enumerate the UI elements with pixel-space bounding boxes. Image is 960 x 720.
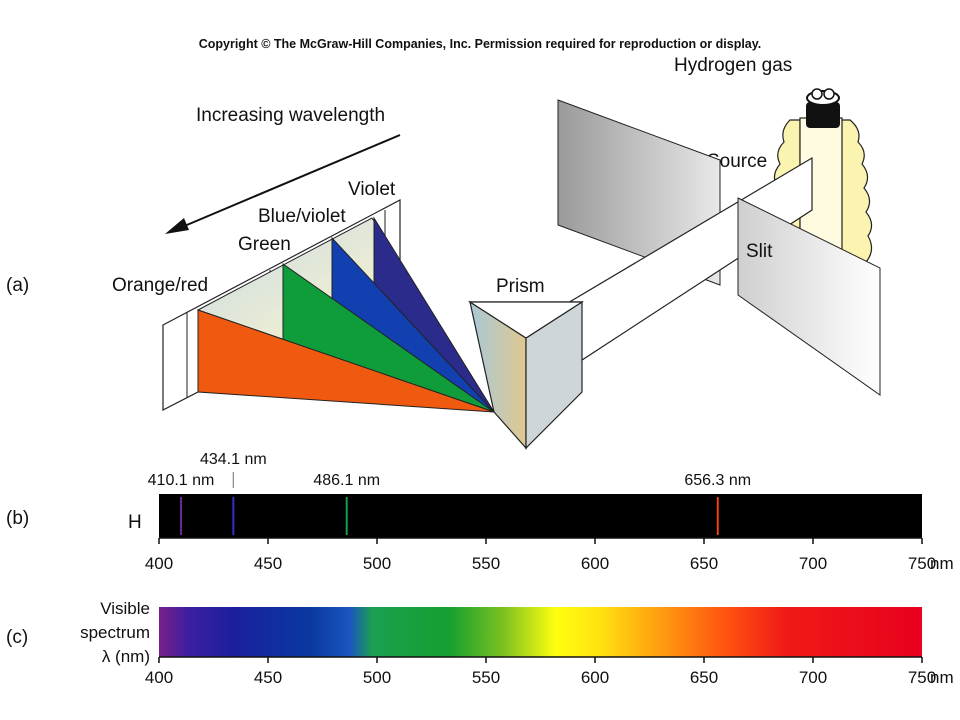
axis-b-tick-label-500: 500	[363, 554, 391, 573]
slit-label: Slit	[746, 241, 773, 262]
beam-label-violet: Violet	[348, 179, 396, 200]
emission-line-label-486-1: 486.1 nm	[313, 472, 380, 489]
prism-label: Prism	[496, 276, 545, 297]
axis-b-ticks: 400 450 500 550 600 650 700 750	[145, 538, 936, 573]
axis-b-tick-label-550: 550	[472, 554, 500, 573]
emission-lines	[180, 497, 719, 535]
axis-c-tick-label-750: 750	[908, 668, 936, 687]
emission-line-label-434-1: 434.1 nm	[200, 451, 267, 468]
beam-label-blue-violet: Blue/violet	[258, 206, 346, 227]
emission-line-labels: 410.1 nm 434.1 nm 486.1 nm 656.3 nm	[148, 451, 751, 489]
beam-orange-red	[197, 309, 495, 413]
visible-spectrum-bar	[159, 607, 922, 657]
axis-b-tick-label-400: 400	[145, 554, 173, 573]
panel-b-label: (b)	[6, 508, 29, 529]
axis-b-tick-label-650: 650	[690, 554, 718, 573]
axis-c-tick-label-550: 550	[472, 668, 500, 687]
axis-c-tick-label-600: 600	[581, 668, 609, 687]
slit-screen	[737, 197, 881, 396]
panel-a-apparatus: (a) Increasing wavelength Hydrogen gas S…	[6, 55, 881, 450]
copyright-notice: Copyright © The McGraw-Hill Companies, I…	[199, 37, 762, 51]
beam-label-green: Green	[238, 234, 291, 255]
axis-c-unit: nm	[930, 668, 954, 687]
axis-c-ticks: 400 450 500 550 600 650 700 750	[145, 657, 936, 687]
visible-title-line1: Visible	[100, 599, 150, 618]
visible-title-line3: λ (nm)	[102, 647, 150, 666]
prism	[467, 300, 585, 450]
wavelength-arrowhead	[165, 218, 189, 234]
axis-b-tick-label-450: 450	[254, 554, 282, 573]
axis-b-unit: nm	[930, 554, 954, 573]
emission-line-label-656-3: 656.3 nm	[684, 472, 751, 489]
arrow-label: Increasing wavelength	[196, 105, 385, 126]
panel-c-label: (c)	[6, 627, 28, 648]
axis-c-tick-label-450: 450	[254, 668, 282, 687]
panel-a-label: (a)	[6, 275, 29, 296]
axis-c-tick-label-700: 700	[799, 668, 827, 687]
axis-c-tick-label-650: 650	[690, 668, 718, 687]
panel-b-emission-spectrum: (b) H 410.1 nm 434.1 nm 486.1 nm 656.3 nm 4…	[6, 451, 954, 573]
wavelength-arrow	[174, 134, 401, 231]
element-label: H	[128, 512, 142, 533]
emission-line-label-410-1: 410.1 nm	[148, 472, 215, 489]
axis-b-tick-label-600: 600	[581, 554, 609, 573]
axis-c-tick-label-400: 400	[145, 668, 173, 687]
beam-label-orange-red: Orange/red	[112, 275, 208, 296]
visible-title-line2: spectrum	[80, 623, 150, 642]
axis-b-tick-label-700: 700	[799, 554, 827, 573]
emission-strip	[159, 494, 922, 538]
hydrogen-gas-label: Hydrogen gas	[674, 55, 792, 76]
source-label: Source	[707, 151, 767, 172]
panel-c-visible-spectrum: (c) Visible spectrum λ (nm) 400 450 500 550…	[6, 599, 954, 687]
axis-b-tick-label-750: 750	[908, 554, 936, 573]
axis-c-tick-label-500: 500	[363, 668, 391, 687]
